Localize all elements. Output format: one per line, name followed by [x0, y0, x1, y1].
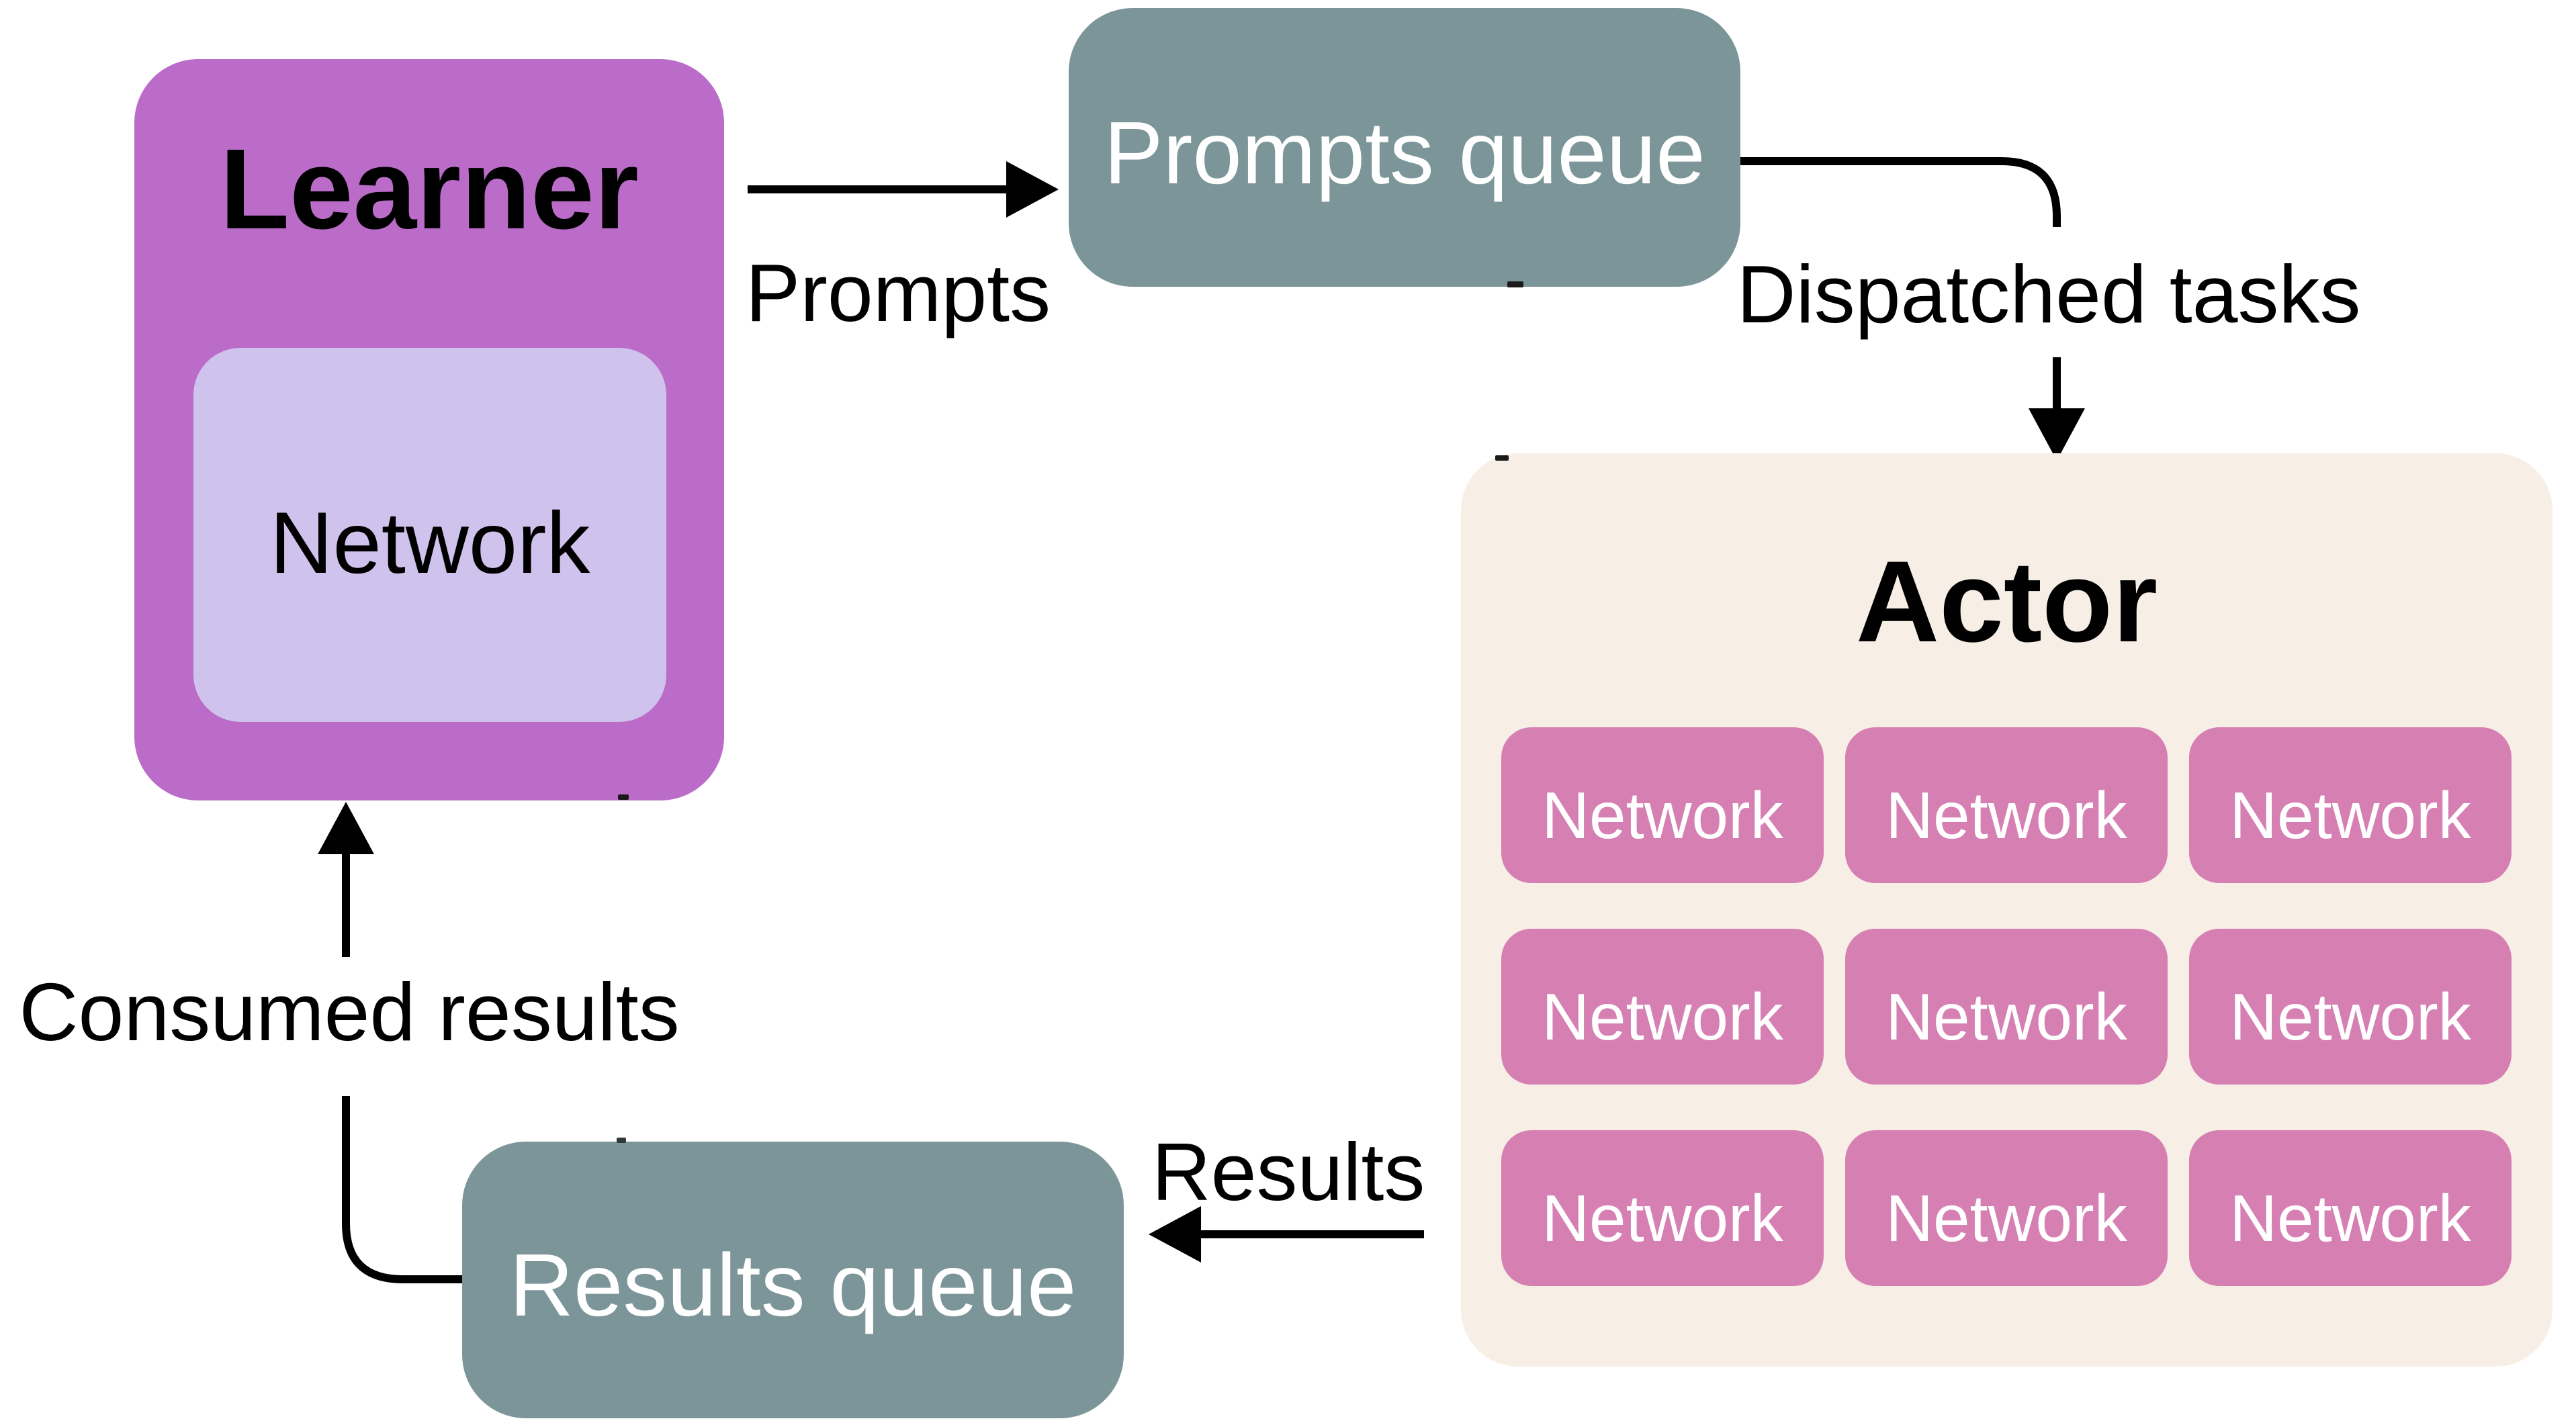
edge-label-dispatched-tasks: Dispatched tasks: [1736, 248, 2361, 340]
results-queue-label: Results queue: [509, 1236, 1077, 1334]
actor-box: Actor Network Network Network Network Ne…: [1461, 453, 2552, 1367]
prompts-queue-box: Prompts queue: [1069, 8, 1740, 287]
actor-network-chip: Network: [1501, 929, 1824, 1085]
arrow-results-queue-to-learner: [318, 802, 462, 1283]
arrowhead-right-icon: [1006, 161, 1059, 218]
learner-network-label: Network: [269, 493, 590, 592]
actor-network-chip: Network: [1501, 727, 1824, 883]
edge-label-prompts: Prompts: [745, 247, 1051, 338]
actor-network-chip: Network: [2189, 727, 2512, 883]
arrow-elbow: [342, 1096, 462, 1283]
tick-artifact: [1507, 281, 1523, 287]
edge-label-consumed-results: Consumed results: [19, 966, 680, 1058]
actor-network-grid: Network Network Network Network Network …: [1501, 727, 2512, 1286]
tick-artifact: [1495, 455, 1509, 461]
tick-artifact: [618, 794, 629, 800]
actor-network-chip: Network: [2189, 929, 2512, 1085]
arrow-elbow: [1740, 157, 2061, 227]
arrowhead-up-icon: [318, 802, 374, 854]
learner-network-box: Network: [193, 348, 666, 722]
results-queue-box: Results queue: [462, 1142, 1124, 1418]
learner-box: Learner Network: [134, 59, 724, 800]
actor-network-chip: Network: [1845, 1130, 2168, 1286]
edge-label-results: Results: [1151, 1126, 1425, 1218]
arrowhead-left-icon: [1149, 1206, 1201, 1263]
learner-title: Learner: [220, 126, 639, 253]
actor-network-chip: Network: [1501, 1130, 1824, 1286]
arrow-learner-to-prompts-queue: [748, 161, 1059, 218]
tick-artifact: [617, 1138, 626, 1143]
actor-title: Actor: [1855, 537, 2158, 666]
arrowhead-down-icon: [2029, 408, 2085, 461]
actor-network-chip: Network: [1845, 929, 2168, 1085]
arrow-prompts-queue-to-actor: [1740, 157, 2085, 461]
prompts-queue-label: Prompts queue: [1104, 103, 1705, 202]
arrow-actor-to-results-queue: [1149, 1206, 1424, 1263]
actor-network-chip: Network: [2189, 1130, 2512, 1286]
actor-network-chip: Network: [1845, 727, 2168, 883]
